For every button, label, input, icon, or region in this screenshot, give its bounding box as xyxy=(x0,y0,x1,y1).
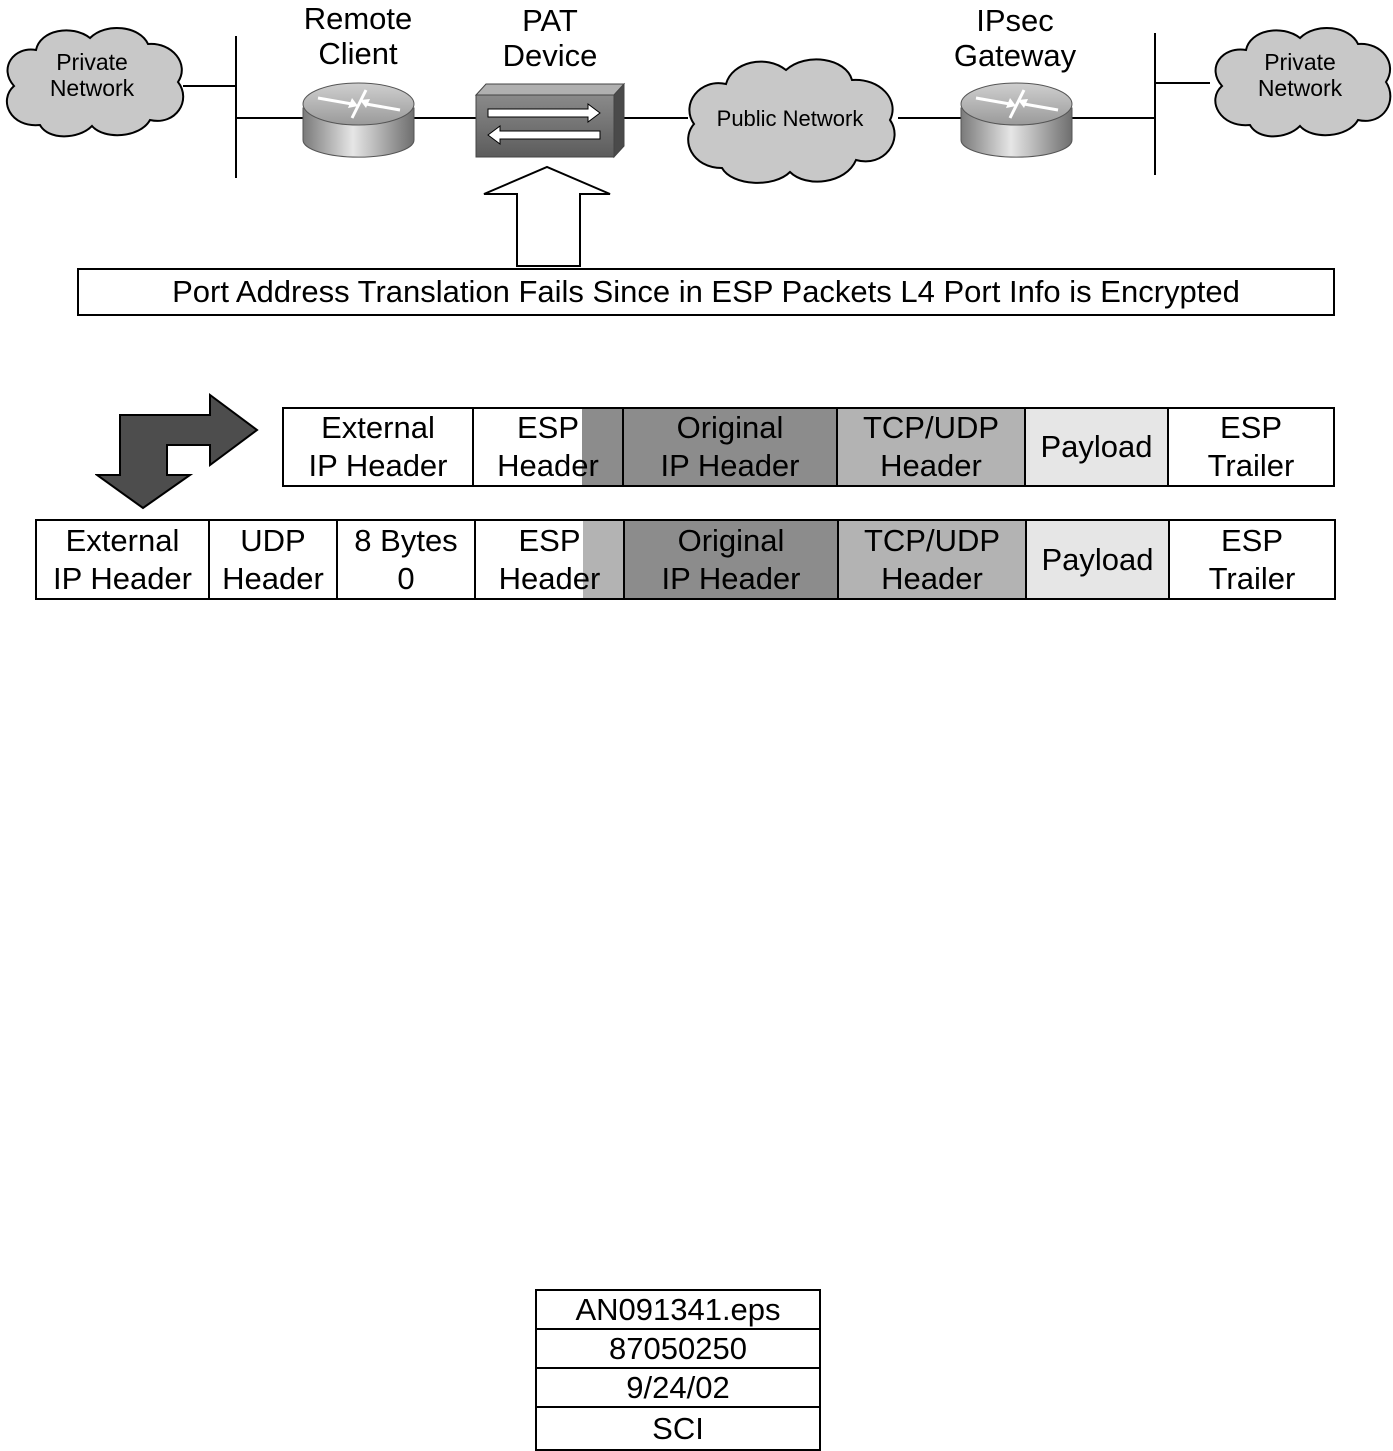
pat-failure-up-arrow xyxy=(483,165,611,267)
right-cloud-label-line2: Network xyxy=(1257,74,1343,101)
pat-failure-note: Port Address Translation Fails Since in … xyxy=(77,268,1335,316)
right-cloud-label-line1: Private xyxy=(1264,49,1336,75)
left-private-network-label: Private Network xyxy=(32,49,152,102)
pat-device-label-line2: Device xyxy=(502,37,598,73)
ipsec-gateway-label-line1: IPsec xyxy=(976,3,1054,38)
pat-device-label: PAT Device xyxy=(470,3,630,73)
pat-device-icon xyxy=(474,82,626,159)
public-network-cloud xyxy=(687,58,896,184)
encapsulation-bent-arrow xyxy=(95,393,259,510)
network-topology xyxy=(5,26,1392,267)
left-private-cloud xyxy=(5,26,185,138)
metadata-filename: AN091341.eps xyxy=(537,1291,819,1330)
left-cloud-label-line1: Private xyxy=(56,49,128,75)
metadata-id: 87050250 xyxy=(537,1330,819,1369)
public-network-label-text: Public Network xyxy=(716,106,864,131)
figure-metadata-table: AN091341.eps 87050250 9/24/02 SCI xyxy=(535,1289,821,1451)
ipsec-gateway-router-icon xyxy=(960,82,1073,158)
metadata-date: 9/24/02 xyxy=(537,1369,819,1408)
right-private-network-label: Private Network xyxy=(1240,49,1360,102)
packet-field-payload: Payload xyxy=(1026,409,1169,485)
remote-client-router-icon xyxy=(302,82,415,158)
ipsec-gateway-label-line2: Gateway xyxy=(953,37,1077,73)
ipsec-gateway-label: IPsec Gateway xyxy=(930,3,1100,73)
left-cloud-label-line2: Network xyxy=(49,74,135,101)
pat-failure-note-text: Port Address Translation Fails Since in … xyxy=(172,274,1240,309)
public-network-label: Public Network xyxy=(700,106,880,132)
remote-client-label-line1: Remote xyxy=(303,1,413,36)
pat-device-label-line1: PAT xyxy=(522,3,578,38)
remote-client-label-line2: Client xyxy=(318,35,398,71)
remote-client-label: Remote Client xyxy=(278,1,438,71)
metadata-code: SCI xyxy=(652,1410,704,1446)
right-private-cloud xyxy=(1214,26,1392,138)
packet-field-payload: Payload xyxy=(1027,521,1170,598)
